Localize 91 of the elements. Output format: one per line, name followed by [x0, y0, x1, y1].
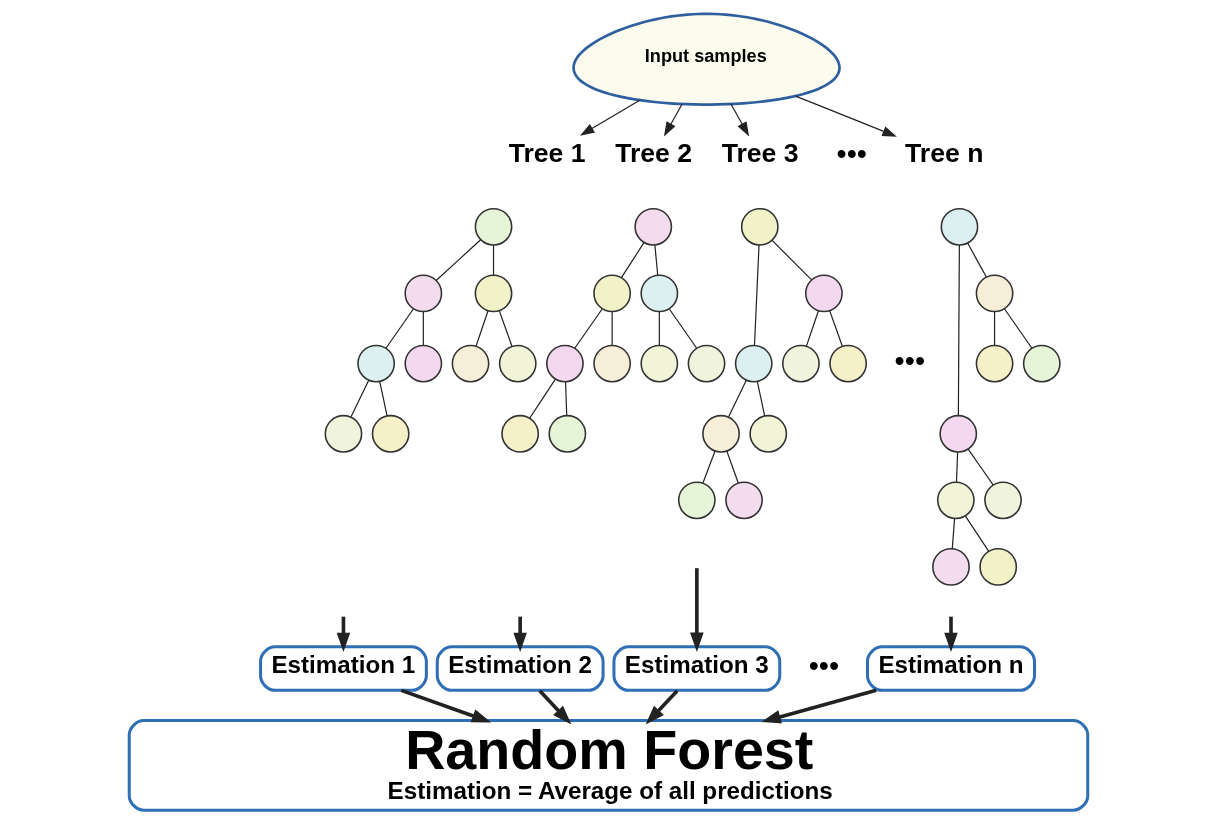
connector: [574, 307, 603, 349]
arrow: [538, 688, 572, 724]
connector: [620, 241, 645, 278]
arrow: [761, 688, 877, 723]
connector: [529, 378, 557, 419]
label: •••: [808, 649, 840, 682]
connector: [492, 244, 495, 276]
connector: [668, 307, 698, 349]
arrow: [690, 567, 704, 652]
connector: [805, 309, 819, 347]
connector: [951, 517, 956, 549]
connector: [967, 448, 994, 486]
node-circle: [979, 547, 1018, 586]
node-circle: [975, 344, 1014, 382]
arrow: [663, 102, 683, 136]
node-text: Tree n: [905, 137, 984, 168]
node-circle: [975, 273, 1014, 312]
node-circle: [749, 414, 788, 453]
node-circle: [734, 344, 773, 382]
node-circle: [932, 547, 970, 586]
node-circle: [451, 344, 490, 382]
node-circle: [548, 414, 587, 453]
node-box: Estimation 3: [612, 644, 782, 692]
node-circle: [640, 273, 679, 312]
node-circle: [634, 207, 673, 246]
connector: [756, 380, 766, 416]
node-circle: [725, 480, 763, 519]
connector: [957, 244, 960, 416]
node-text: Tree 1: [508, 137, 586, 168]
connector: [702, 450, 716, 484]
connector: [1003, 307, 1033, 349]
connector: [611, 310, 613, 346]
label: •••: [836, 137, 868, 170]
node-circle: [829, 344, 868, 382]
arrow: [513, 616, 527, 652]
node-box: Estimation n: [865, 644, 1037, 692]
arrow: [645, 688, 679, 724]
connector: [435, 238, 482, 281]
connector: [564, 380, 568, 416]
arrow: [730, 102, 750, 136]
connector: [654, 244, 659, 276]
node-circle: [782, 344, 820, 382]
connector: [498, 309, 513, 347]
node-circle: [940, 207, 979, 246]
node-circle: [936, 480, 975, 519]
connector: [993, 310, 996, 346]
connector: [379, 380, 388, 416]
node-circle: [474, 207, 513, 246]
node-box: Estimation 2: [435, 644, 605, 692]
node-circle: [404, 344, 443, 382]
node-circle: [546, 344, 584, 382]
node-circle: [702, 414, 740, 453]
connector: [967, 242, 987, 278]
arrow: [944, 616, 958, 652]
node-circle: [687, 344, 726, 382]
connector: [658, 310, 660, 346]
connector: [829, 309, 843, 347]
connector: [726, 450, 739, 483]
arrow: [579, 99, 641, 136]
node-circle: [1022, 344, 1061, 382]
node-circle: [371, 414, 410, 453]
connector: [350, 379, 370, 417]
node-circle: [324, 414, 363, 453]
arrow: [794, 94, 897, 137]
node-circle: [404, 273, 443, 312]
connector: [964, 515, 990, 552]
node-box: Random Forest Estimation = Average of all predictions: [127, 718, 1090, 812]
arrow: [400, 688, 492, 722]
node-circle: [593, 344, 632, 382]
node-circle: [740, 207, 779, 246]
connector: [422, 310, 424, 346]
node-circle: [984, 480, 1022, 519]
node-circle: [805, 273, 843, 312]
node-text: Tree 2: [615, 137, 693, 168]
connector: [385, 307, 414, 349]
connector: [753, 243, 760, 346]
label: •••: [894, 344, 926, 377]
connector: [955, 451, 959, 482]
node-box: Estimation 1: [259, 644, 428, 692]
node-circle: [593, 273, 632, 312]
node-circle: [474, 273, 513, 312]
connector: [475, 309, 489, 347]
node-circle: [640, 344, 679, 382]
connector: [728, 379, 747, 417]
node-circle: [357, 344, 396, 382]
node-circle: [498, 344, 537, 382]
node-circle: [501, 414, 540, 453]
node-text: Tree 3: [721, 137, 799, 168]
connector: [771, 239, 813, 280]
node-circle: [939, 414, 978, 453]
node-circle: [677, 480, 716, 519]
